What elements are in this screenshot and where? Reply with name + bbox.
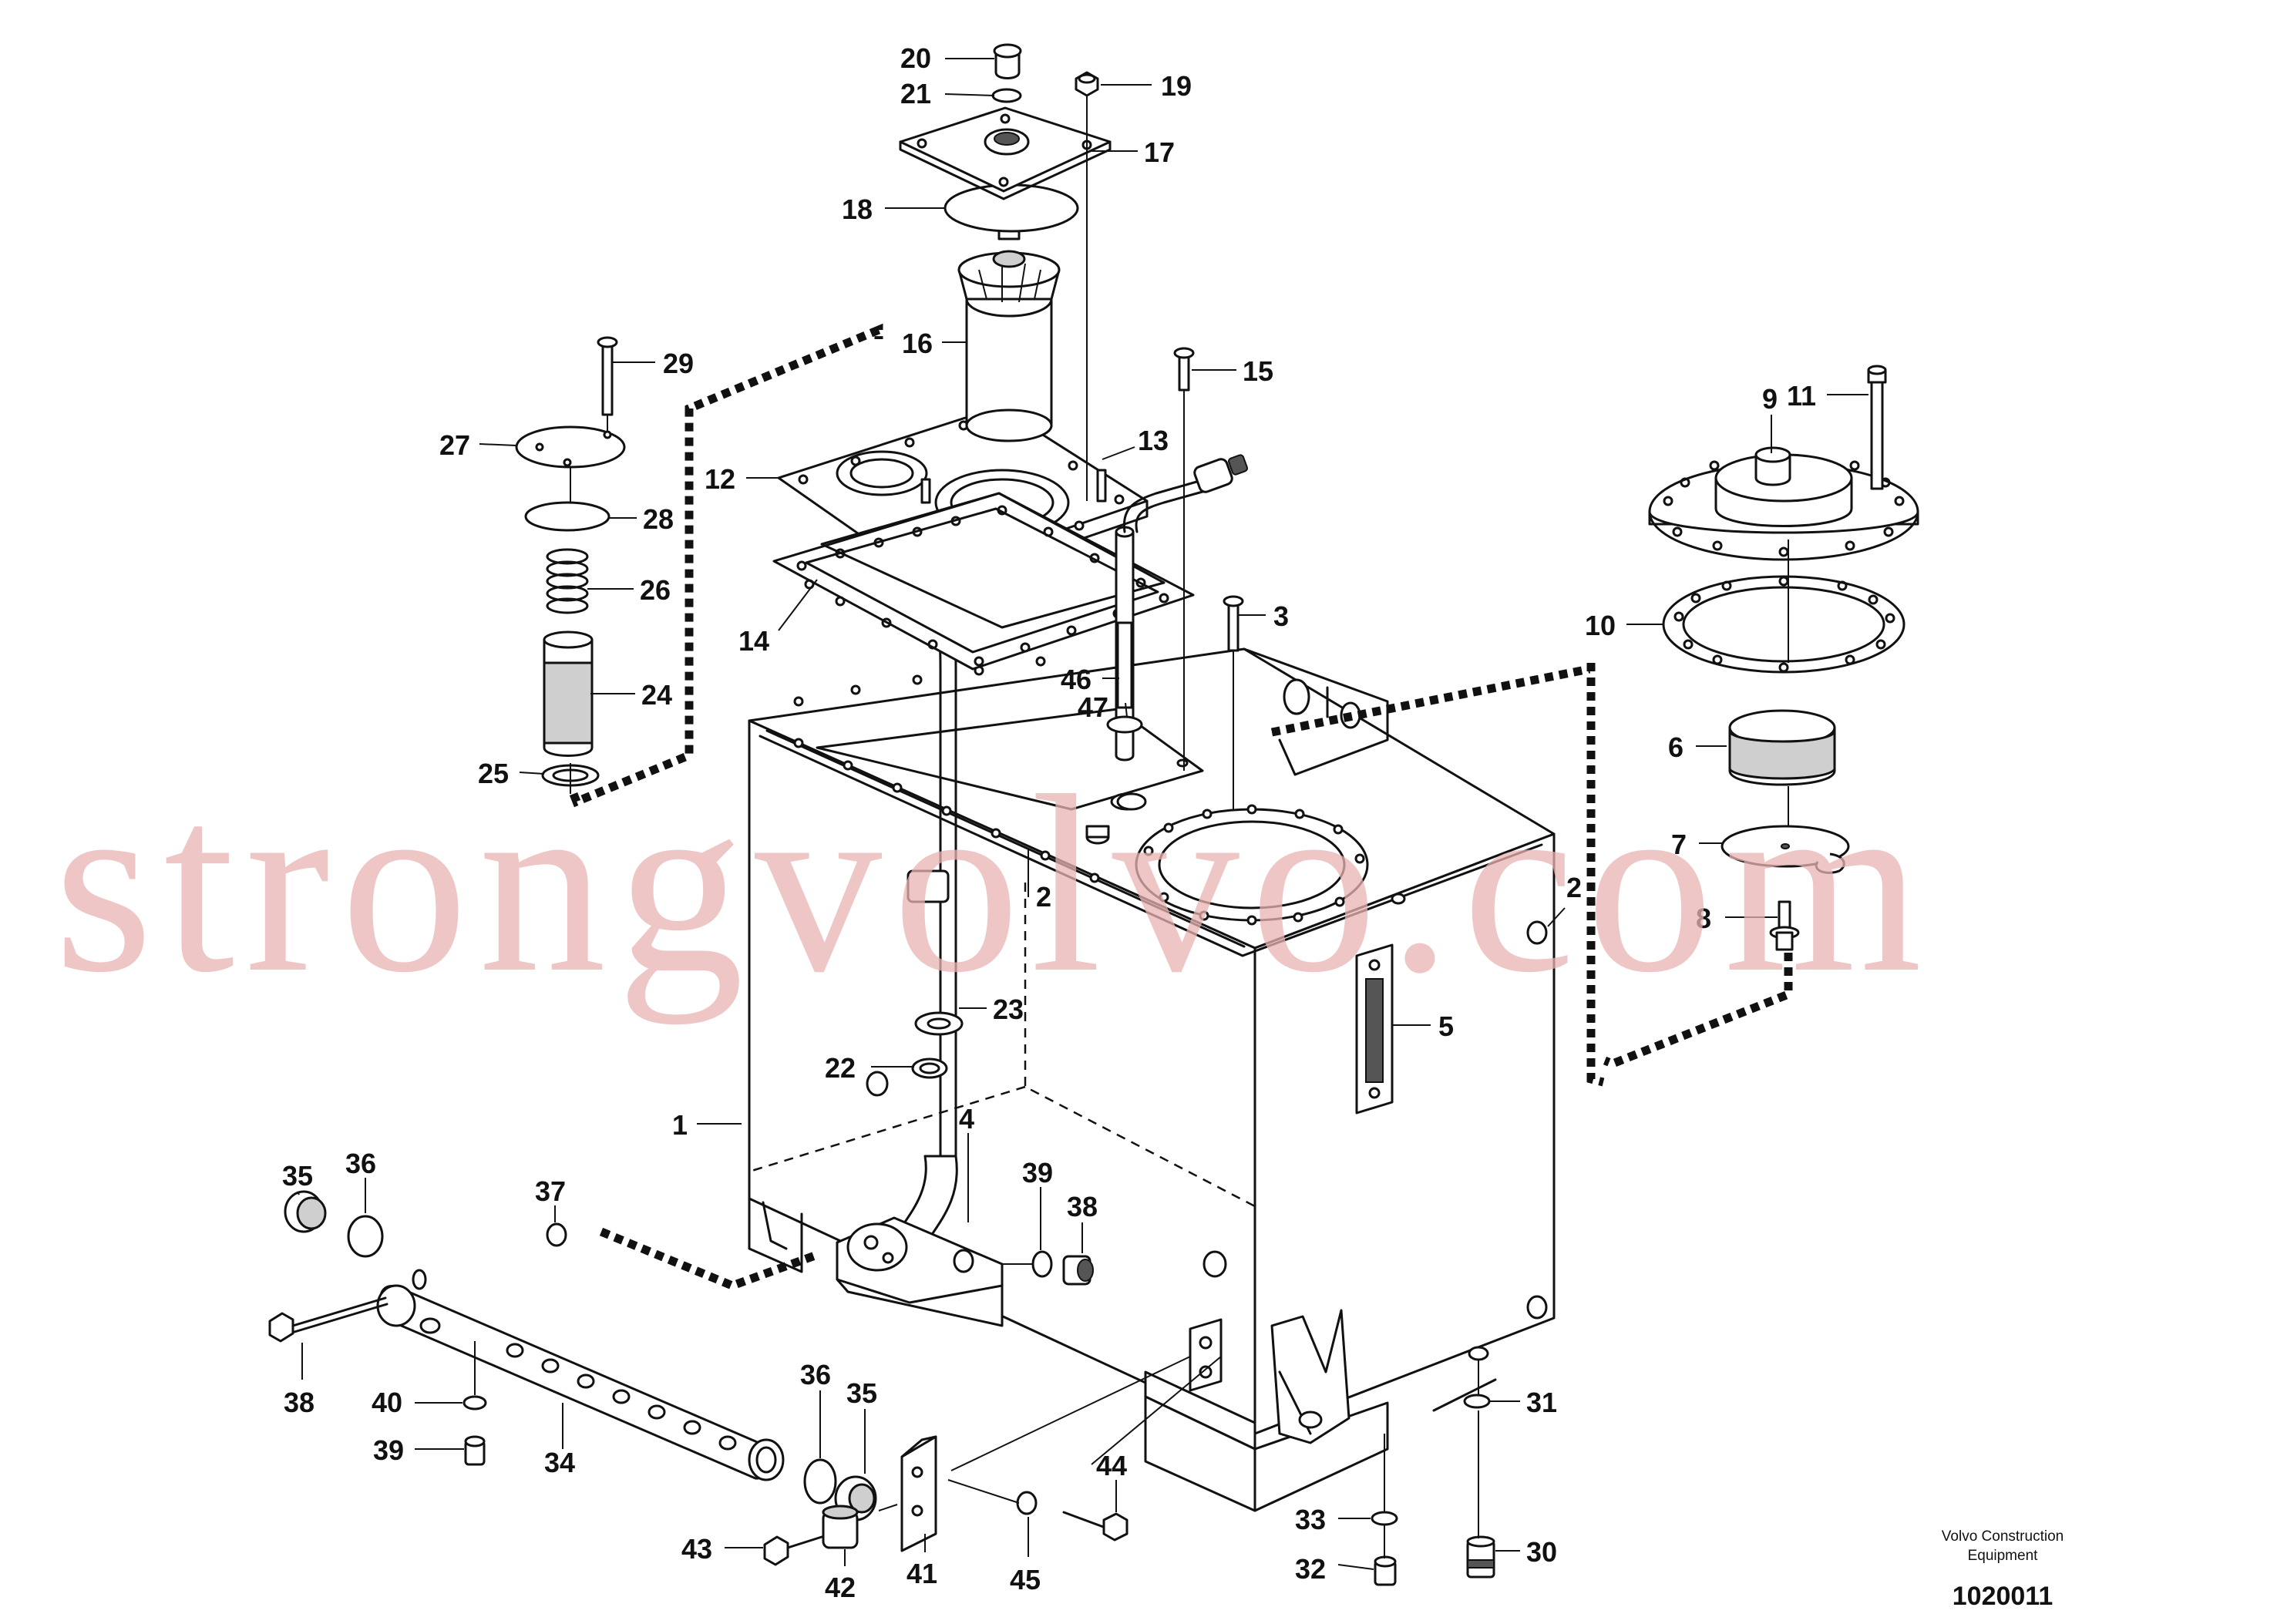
callout-38-left: 38 (284, 1387, 314, 1418)
plate-7 (1720, 825, 1850, 874)
callout-19: 19 (1161, 70, 1192, 102)
callout-10: 10 (1585, 610, 1616, 641)
callout-labels: 20 21 19 17 18 16 29 15 11 9 27 13 12 28… (282, 42, 1816, 1603)
callout-33: 33 (1295, 1504, 1326, 1535)
callout-27: 27 (439, 429, 470, 461)
washer-33 (1371, 1511, 1398, 1526)
callout-42: 42 (825, 1572, 856, 1603)
plug-35-left (284, 1190, 327, 1233)
callout-25: 25 (478, 758, 509, 789)
callout-leaders (297, 58, 1868, 1570)
washer-40 (462, 1395, 487, 1410)
callout-45: 45 (1010, 1564, 1041, 1595)
callout-29: 29 (663, 348, 694, 379)
callout-22: 22 (825, 1052, 856, 1084)
bolt-8 (1769, 900, 1800, 951)
washer-31 (1463, 1394, 1491, 1409)
callout-36-right: 36 (800, 1359, 831, 1390)
filter-cover-9 (1648, 446, 1919, 561)
callout-14: 14 (738, 625, 769, 657)
callout-20: 20 (900, 42, 931, 74)
bolt-43 (763, 1535, 823, 1566)
bolt-15 (1173, 347, 1195, 763)
callout-3: 3 (1273, 600, 1289, 632)
seal-36-left (347, 1215, 384, 1258)
callout-38-right: 38 (1067, 1191, 1098, 1222)
bolt-11 (1867, 365, 1887, 490)
callout-7: 7 (1671, 829, 1687, 860)
callout-21: 21 (900, 78, 931, 109)
opening-bolt-holes (1143, 804, 1365, 926)
callout-1: 1 (672, 1109, 688, 1141)
filler-assembly (899, 43, 1112, 501)
hydraulic-tank (748, 647, 1556, 1512)
callout-18: 18 (842, 193, 873, 225)
callout-46: 46 (1061, 664, 1092, 695)
drain-valve-30 (1466, 1535, 1495, 1579)
callout-28: 28 (643, 503, 674, 535)
callout-5: 5 (1438, 1010, 1454, 1042)
callout-4: 4 (959, 1103, 974, 1135)
gasket-14 (772, 492, 1195, 671)
suction-filter-assembly (515, 336, 626, 794)
callout-17: 17 (1144, 136, 1175, 168)
figure-caption: Volvo Construction Equipment 1020011 (1942, 1528, 2064, 1611)
callout-2-right: 2 (1566, 872, 1582, 903)
o-ring-37 (546, 1222, 567, 1247)
callout-12: 12 (705, 463, 735, 495)
tank-flange-holes (793, 656, 1100, 883)
seal-36-right (803, 1458, 837, 1505)
callout-31: 31 (1526, 1387, 1557, 1418)
gasket-10 (1662, 575, 1906, 674)
washer-45 (1016, 1491, 1038, 1515)
callout-15: 15 (1243, 355, 1273, 387)
callout-37: 37 (535, 1175, 566, 1207)
callout-8: 8 (1696, 903, 1711, 934)
plug-32 (1374, 1555, 1397, 1586)
assembly-axis-lines (878, 763, 1479, 1558)
bracket-41 (900, 1435, 937, 1552)
callout-35-right: 35 (846, 1377, 877, 1409)
callout-30: 30 (1526, 1536, 1557, 1568)
sight-glass (1355, 943, 1394, 1115)
callout-16: 16 (902, 328, 933, 359)
callout-47: 47 (1078, 691, 1108, 723)
callout-34: 34 (544, 1447, 575, 1478)
screw-3 (1223, 595, 1244, 809)
plug-38-right (1062, 1255, 1094, 1286)
callout-41: 41 (906, 1558, 937, 1589)
callout-23: 23 (993, 994, 1024, 1025)
caption-line2: Equipment (1968, 1548, 2039, 1564)
watermark: strongvolvo.com (54, 744, 1932, 1025)
callout-9: 9 (1762, 383, 1778, 415)
callout-35-left: 35 (282, 1160, 313, 1192)
caption-line1: Volvo Construction (1942, 1528, 2064, 1545)
plug-39-left (464, 1435, 486, 1466)
bushing-42 (822, 1505, 859, 1549)
callout-44: 44 (1096, 1450, 1127, 1481)
distributor-pipe-34 (376, 1269, 785, 1481)
callout-6: 6 (1668, 731, 1684, 763)
callout-26: 26 (640, 574, 671, 606)
callout-32: 32 (1295, 1553, 1326, 1585)
washer-39-right (1031, 1250, 1053, 1278)
figure-code: 1020011 (1953, 1582, 2054, 1611)
callout-40: 40 (372, 1387, 402, 1418)
callout-43: 43 (681, 1533, 712, 1565)
bolt-44 (1062, 1511, 1128, 1542)
level-sensor (1106, 454, 1249, 811)
callout-39-right: 39 (1022, 1157, 1053, 1189)
callout-24: 24 (641, 679, 672, 711)
callout-39-left: 39 (373, 1434, 404, 1466)
callout-36-left: 36 (345, 1148, 376, 1179)
callout-11: 11 (1787, 380, 1816, 412)
callout-13: 13 (1138, 425, 1169, 456)
callout-2-left: 2 (1036, 881, 1051, 913)
assembly-dashed-paths (569, 323, 1793, 1290)
filter-element-6 (1728, 709, 1836, 786)
bolt-38-left (268, 1296, 388, 1343)
